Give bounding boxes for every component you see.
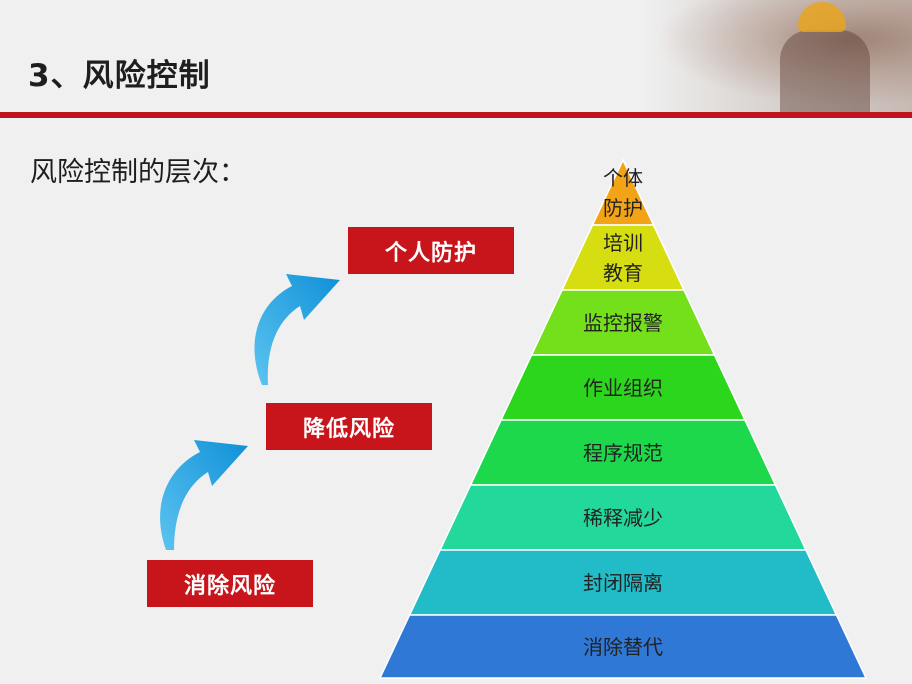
tier-label-line1: 程序规范 [583,440,663,465]
tier-label-line1: 封闭隔离 [583,570,663,595]
slide-subtitle: 风险控制的层次： [30,157,246,188]
step-personal-protection: 个人防护 [348,227,514,274]
title-divider [0,112,912,118]
pyramid-tier-label: 程序规范 [553,420,693,485]
pyramid-tier-label: 个体防护 [553,160,693,225]
pyramid-tier-label: 封闭隔离 [553,550,693,615]
tier-label-line1: 培训 [603,230,643,255]
curved-arrow-lower-icon [160,440,248,550]
step-reduce-risk: 降低风险 [266,403,432,450]
pyramid-tier-label: 培训教育 [553,225,693,290]
slide-title: 3、风险控制 [28,58,211,94]
pyramid-tier-label: 作业组织 [553,355,693,420]
step-eliminate-risk: 消除风险 [147,560,313,607]
pyramid-tier-label: 监控报警 [553,290,693,355]
pyramid-tier-label: 稀释减少 [553,485,693,550]
tier-label-line1: 监控报警 [583,310,663,335]
tier-label-line1: 个体 [603,165,643,190]
tier-label-line1: 消除替代 [583,634,663,659]
tier-label-line1: 稀释减少 [583,505,663,530]
curved-arrow-upper-icon [254,274,340,385]
pyramid-tier [378,614,868,679]
worker-figure [780,30,870,112]
header-photo [640,0,912,112]
tier-label-line1: 作业组织 [583,375,663,400]
tier-label-line2: 防护 [603,195,643,220]
pyramid-tier-label: 消除替代 [553,615,693,678]
tier-label-line2: 教育 [603,260,643,285]
